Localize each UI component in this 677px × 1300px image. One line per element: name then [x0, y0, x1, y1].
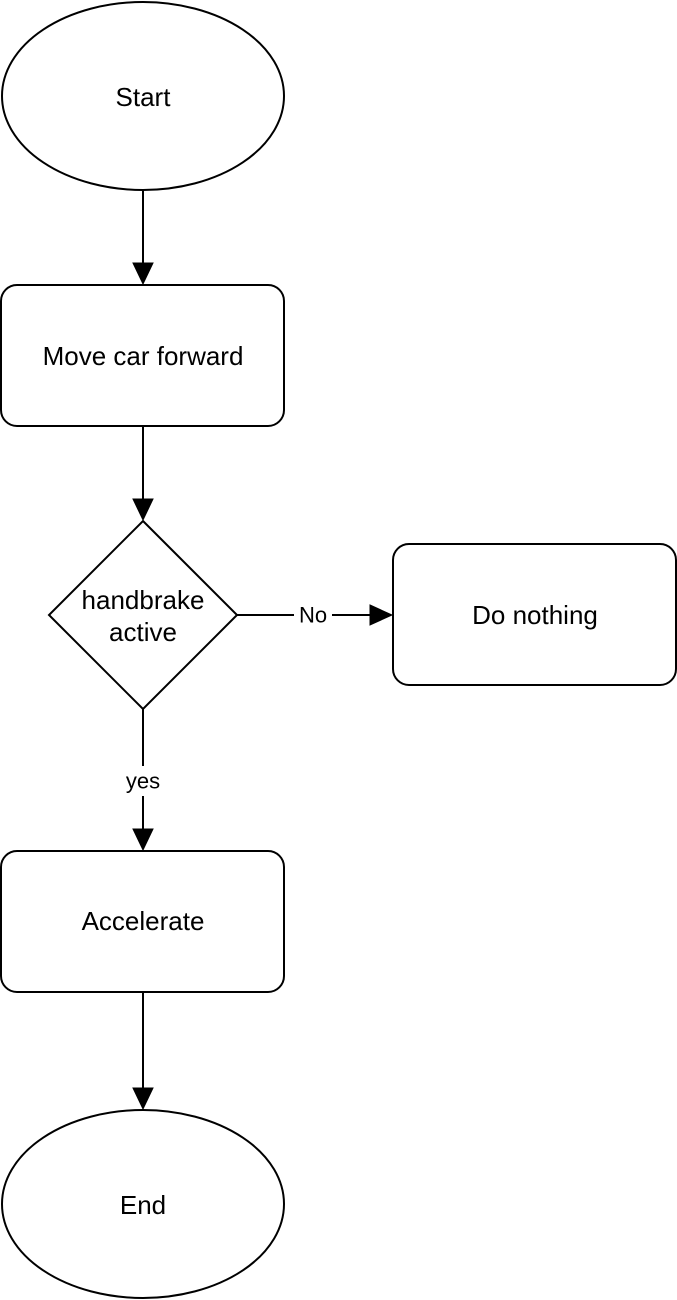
node-move-car-forward: Move car forward	[0, 284, 285, 427]
node-handbrake-label-line1: handbrake	[82, 585, 205, 615]
edge-decision-to-do-nothing: No	[237, 601, 394, 629]
edge-label-no: No	[299, 603, 327, 628]
node-do-nothing: Do nothing	[392, 543, 677, 686]
edge-start-to-move	[132, 190, 154, 286]
node-handbrake-label-line2: active	[109, 617, 177, 647]
node-start-label: Start	[116, 82, 172, 112]
edge-label-yes: yes	[126, 769, 160, 794]
edge-decision-to-accelerate: yes	[118, 709, 168, 852]
node-accelerate-label: Accelerate	[82, 906, 205, 936]
edge-move-to-decision	[132, 426, 154, 522]
node-start: Start	[1, 1, 285, 191]
node-do-nothing-label: Do nothing	[472, 600, 598, 630]
edge-accelerate-to-end	[132, 992, 154, 1111]
node-accelerate: Accelerate	[0, 850, 285, 993]
node-end-label: End	[120, 1190, 166, 1220]
node-end: End	[1, 1109, 285, 1299]
node-move-car-forward-label: Move car forward	[43, 341, 244, 371]
node-handbrake-decision: handbrake active	[47, 519, 239, 711]
